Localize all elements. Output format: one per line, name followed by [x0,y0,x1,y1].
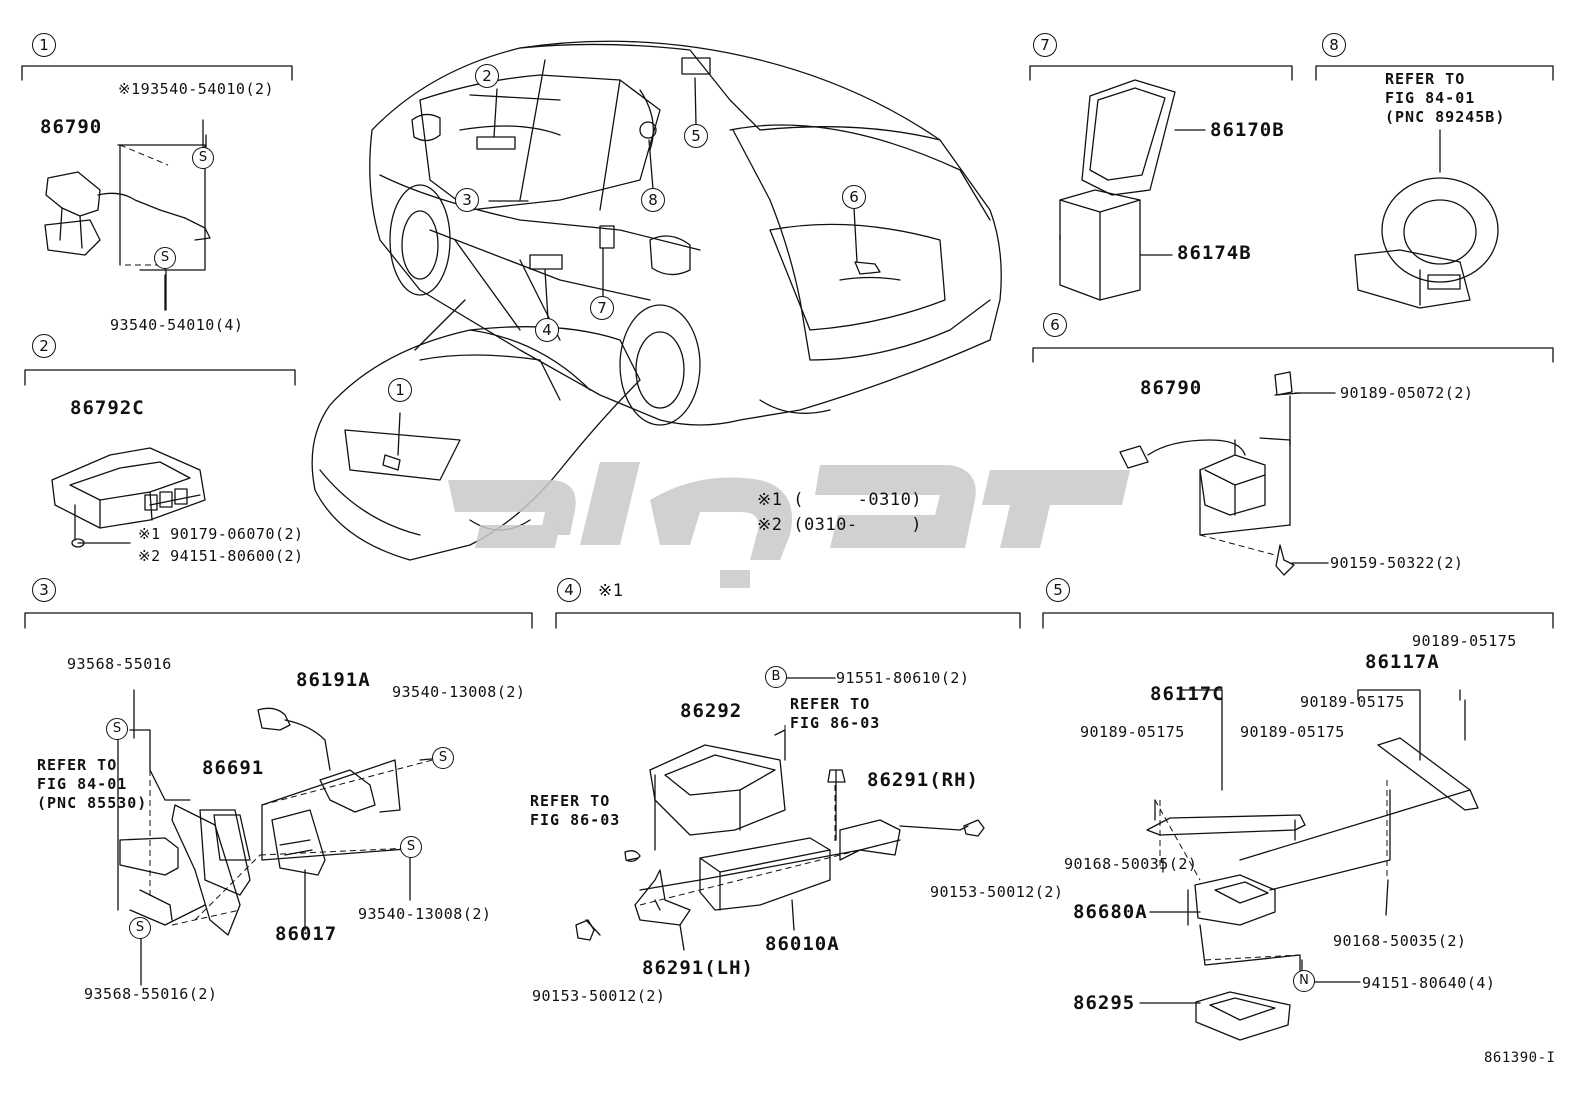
car-callout-2: 2 [475,64,499,88]
parts-sec3 [117,707,443,936]
sec5-fastener-90168-a: 90168-50035(2) [1064,855,1198,873]
sec1-fastener-a: ※193540-54010(2) [118,80,275,98]
sec3-refer-note: REFER TO FIG 84-01 (PNC 85530) [37,756,148,812]
sec6-fastener-90159: 90159-50322(2) [1330,554,1464,572]
parts-sec8 [1354,129,1499,309]
sec4-refer-note-a: REFER TO FIG 86-03 [790,695,881,732]
sec4-fastener-91551: 91551-80610(2) [836,669,970,687]
sec2-fastener-2: ※2 94151-80600(2) [138,547,304,565]
figure-id: 861390-I [1484,1050,1556,1066]
section-number-8: 8 [1322,33,1346,57]
section-number-2: 2 [32,334,56,358]
sec7-part-86170B: 86170B [1210,119,1285,141]
car-callout-8: 8 [641,188,665,212]
sec6-fastener-90189: 90189-05072(2) [1340,384,1474,402]
sec1-part-86790: 86790 [40,116,103,138]
sec5-nut-symbol: N [1293,970,1315,992]
section-number-5: 5 [1046,578,1070,602]
section-number-1: 1 [32,33,56,57]
car-callout-3: 3 [455,188,479,212]
sec5-part-86117A: 86117A [1365,651,1440,673]
sec4-header-mark: ※1 [598,581,624,601]
fasteners-sec4 [575,769,985,941]
sec3-fastener-93540-a: 93540-13008(2) [392,683,526,701]
sec5-part-86680A: 86680A [1073,901,1148,923]
car-callout-6: 6 [842,185,866,209]
section-number-6: 6 [1043,313,1067,337]
applicability-note-1: ※1 ( -0310) [757,490,923,510]
van-illustration [369,40,1002,426]
sec2-part-86792C: 86792C [70,397,145,419]
sec5-part-86295: 86295 [1073,992,1136,1014]
car-callout-7: 7 [590,296,614,320]
sec3-clip-symbol-d: S [129,917,151,939]
sec8-refer-note: REFER TO FIG 84-01 (PNC 89245B) [1385,70,1506,126]
sec4-part-86291-RH: 86291(RH) [867,769,979,791]
sec4-fastener-90153-b: 90153-50012(2) [532,987,666,1005]
sec3-part-86017: 86017 [275,923,338,945]
sec5-fastener-90189-c: 90189-05175 [1080,723,1185,741]
applicability-note-2: ※2 (0310- ) [757,515,923,535]
sec4-part-86291-LH: 86291(LH) [642,957,754,979]
section-number-4: 4 [557,578,581,602]
section-number-7: 7 [1033,33,1057,57]
sec3-fastener-93568-55016: 93568-55016 [67,655,172,673]
sec4-fastener-90153-a: 90153-50012(2) [930,883,1064,901]
sec6-part-86790: 86790 [1140,377,1203,399]
sec4-part-86292: 86292 [680,700,743,722]
car-callout-5: 5 [684,124,708,148]
sec3-clip-symbol-b: S [432,747,454,769]
car-callout-4: 4 [535,318,559,342]
sec4-refer-note-b: REFER TO FIG 86-03 [530,792,621,829]
parts-sec6 [1119,371,1301,576]
sec5-fastener-90168-b: 90168-50035(2) [1333,932,1467,950]
sec2-fastener-1: ※1 90179-06070(2) [138,525,304,543]
sedan-illustration [311,299,641,561]
sec7-part-86174B: 86174B [1177,242,1252,264]
sec3-fastener-93568-55016-2: 93568-55016(2) [84,985,218,1003]
part-86792C [51,447,206,548]
sec5-fastener-94151: 94151-80640(4) [1362,974,1496,992]
parts-sec4 [585,729,969,951]
sec5-fastener-90189-a: 90189-05175 [1412,632,1517,650]
car-callout-1: 1 [388,378,412,402]
part-86790-sec1 [44,119,211,311]
sec5-part-86117C: 86117C [1150,683,1225,705]
sec1-clip-symbol-a: S [192,147,214,169]
sec5-fastener-90189-b: 90189-05175 [1300,693,1405,711]
section-number-3: 3 [32,578,56,602]
parts-sec5 [1146,689,1479,1041]
sec4-bolt-symbol: B [765,666,787,688]
sec3-part-86191A: 86191A [296,669,371,691]
sec3-part-86691: 86691 [202,757,265,779]
sec4-part-86010A: 86010A [765,933,840,955]
sec5-fastener-90189-d: 90189-05175 [1240,723,1345,741]
sec1-fastener-b: 93540-54010(4) [110,316,244,334]
sec3-clip-symbol-c: S [400,836,422,858]
sec1-clip-symbol-b: S [154,247,176,269]
parts-sec7 [1059,79,1206,301]
watermark-logo [448,462,1130,588]
sec3-clip-symbol-a: S [106,718,128,740]
sec3-fastener-93540-b: 93540-13008(2) [358,905,492,923]
